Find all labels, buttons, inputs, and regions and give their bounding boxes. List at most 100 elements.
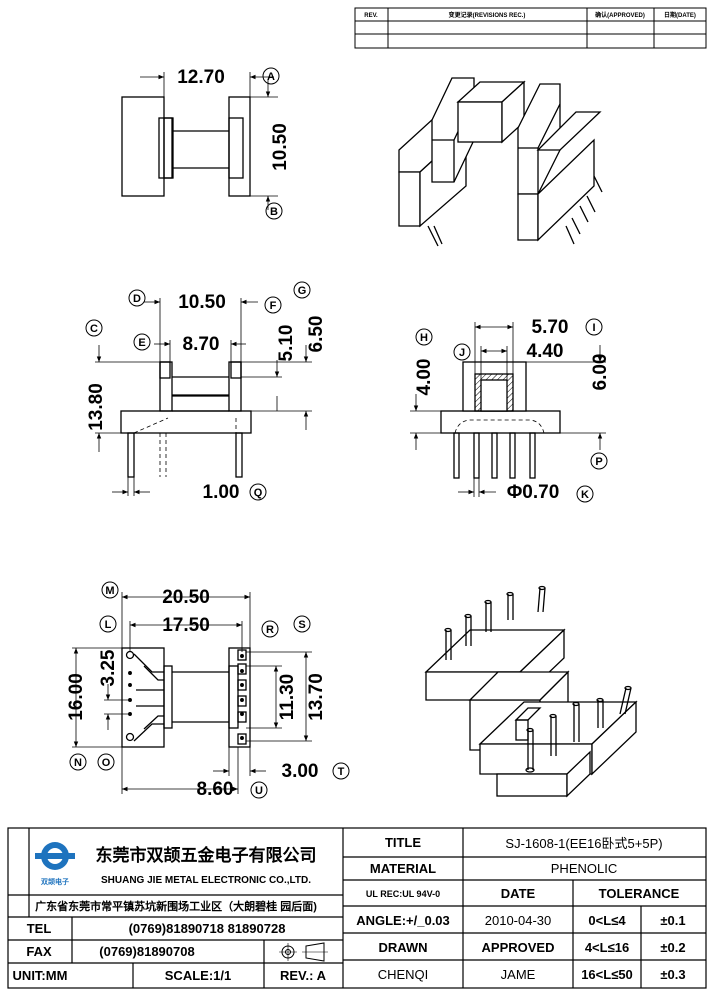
ref-g: G <box>298 285 307 297</box>
dim-6-50: 6.50 <box>306 316 327 353</box>
ref-e: E <box>138 337 145 349</box>
approved-label: APPROVED <box>482 940 555 955</box>
ref-j: J <box>459 347 465 359</box>
dim-8-60: 8.60 <box>197 779 234 800</box>
ref-p-circle <box>590 452 608 470</box>
dim-5-70: 5.70 <box>532 317 569 338</box>
dim-5-10: 5.10 <box>276 325 297 362</box>
ref-n: N <box>74 757 82 769</box>
tol1-range: 0<L≤4 <box>588 913 626 928</box>
fax-label: FAX <box>26 944 52 959</box>
ref-n-circle <box>69 753 87 771</box>
tolerance-label: TOLERANCE <box>599 886 680 901</box>
ref-k-circle <box>576 485 594 503</box>
dim-10-50-top: 10.50 <box>270 123 291 171</box>
ref-d: D <box>133 293 141 305</box>
title-block-frame <box>7 827 707 989</box>
dim-20-50: 20.50 <box>162 587 210 608</box>
dim-11-30: 11.30 <box>277 674 298 721</box>
scale-text: SCALE:1/1 <box>165 968 231 983</box>
drawn-label: DRAWN <box>378 940 427 955</box>
ref-e-circle <box>133 333 151 351</box>
front-view <box>95 298 312 496</box>
dim-10-50-front: 10.50 <box>178 292 226 313</box>
ref-d-circle <box>128 289 146 307</box>
tol3-range: 16<L≤50 <box>581 967 633 982</box>
dim-13-70: 13.70 <box>306 673 327 721</box>
ref-t-circle <box>332 762 350 780</box>
dim-8-70: 8.70 <box>183 334 220 355</box>
ref-a: A <box>267 71 275 83</box>
dim-3-25: 3.25 <box>98 649 119 686</box>
ref-t: T <box>338 766 345 778</box>
ref-b: B <box>270 206 278 218</box>
revision-table <box>354 7 707 49</box>
date-label: DATE <box>501 886 536 901</box>
material-value: PHENOLIC <box>551 861 617 876</box>
tol2-range: 4<L≤16 <box>585 940 629 955</box>
ref-i: I <box>592 322 595 334</box>
company-address: 广东省东莞市常平镇苏坑新围场工业区（大朗碧桂 园后面) <box>35 899 317 913</box>
ref-s-circle <box>293 615 311 633</box>
ref-m: M <box>105 585 114 597</box>
ref-i-circle <box>585 318 603 336</box>
dim-16-00: 16.00 <box>66 673 87 721</box>
drawn-value: CHENQI <box>378 967 429 982</box>
dim-phi-0-70: Φ0.70 <box>507 482 560 503</box>
ref-h-circle <box>415 328 433 346</box>
isometric-view-top <box>398 77 603 247</box>
dim-12-70: 12.70 <box>177 67 225 88</box>
revisions-header: 变更记录(REVISIONS REC.) <box>449 11 526 19</box>
approved-value: JAME <box>501 967 536 982</box>
ref-c-circle <box>85 319 103 337</box>
company-logo: 双颉电子 <box>35 842 75 886</box>
ref-g-circle <box>293 281 311 299</box>
side-view <box>410 322 606 497</box>
ref-r-circle <box>261 620 279 638</box>
material-label: MATERIAL <box>370 861 436 876</box>
ref-c: C <box>90 323 98 335</box>
dim-1-00: 1.00 <box>203 482 240 503</box>
ref-r: R <box>266 624 274 636</box>
tel-label: TEL <box>27 921 52 936</box>
title-label: TITLE <box>385 835 421 850</box>
date-value: 2010-04-30 <box>485 913 552 928</box>
tel-value: (0769)81890718 81890728 <box>129 921 286 936</box>
tol1-value: ±0.1 <box>660 913 685 928</box>
dim-3-00: 3.00 <box>282 761 319 782</box>
angle-text: ANGLE:+/_0.03 <box>356 913 450 928</box>
ref-l-circle <box>99 615 117 633</box>
projection-symbol-icon <box>279 942 328 962</box>
top-view <box>121 72 278 210</box>
tol2-value: ±0.2 <box>660 940 685 955</box>
company-name-cn: 东莞市双颉五金电子有限公司 <box>96 845 317 865</box>
ref-u-circle <box>250 781 268 799</box>
unit-text: UNIT:MM <box>13 968 68 983</box>
ref-h: H <box>420 332 428 344</box>
dim-13-80: 13.80 <box>86 383 107 431</box>
ref-q-circle <box>249 483 267 501</box>
ref-k: K <box>581 489 589 501</box>
rev-text: REV.: A <box>280 968 327 983</box>
dim-4-00: 4.00 <box>414 359 435 396</box>
ref-f-circle <box>264 296 282 314</box>
ul-rec: UL REC:UL 94V-0 <box>366 889 440 899</box>
logo-text: 双颉电子 <box>41 877 69 886</box>
tol3-value: ±0.3 <box>660 967 685 982</box>
fax-value: (0769)81890708 <box>99 944 194 959</box>
ref-o: O <box>102 757 111 769</box>
ref-f: F <box>270 300 277 312</box>
dim-17-50: 17.50 <box>162 615 210 636</box>
dim-6-00: 6.00 <box>590 354 611 391</box>
ref-o-circle <box>97 753 115 771</box>
company-name-en: SHUANG JIE METAL ELECTRONIC CO.,LTD. <box>101 875 311 886</box>
ref-s: S <box>298 619 305 631</box>
ref-j-circle <box>453 343 471 361</box>
ref-b-circle <box>265 202 283 220</box>
dim-4-40: 4.40 <box>527 341 564 362</box>
date-header: 日期(DATE) <box>664 11 696 19</box>
isometric-view-bottom <box>424 585 638 798</box>
ref-m-circle <box>101 581 119 599</box>
ref-u: U <box>255 785 263 797</box>
ref-a-circle <box>262 67 280 85</box>
